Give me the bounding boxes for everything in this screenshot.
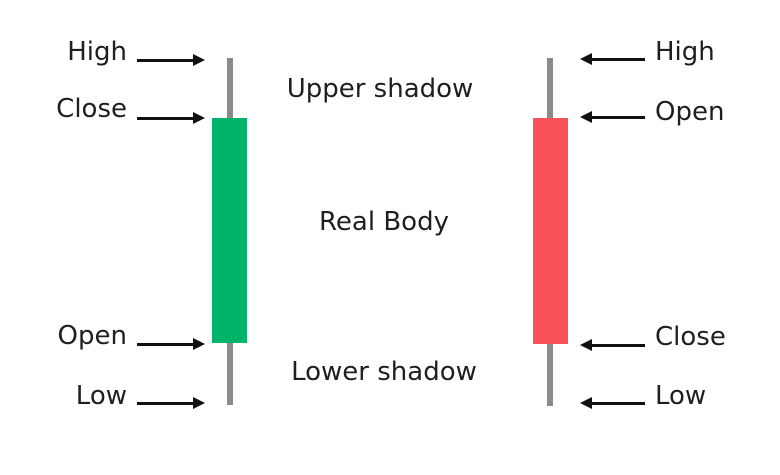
- arrow-right-icon: [137, 397, 205, 410]
- label-bearish-close: Close: [655, 322, 726, 352]
- arrow-right-icon: [137, 338, 205, 351]
- annotation-lower-shadow: Lower shadow: [291, 357, 477, 387]
- label-bullish-close: Close: [56, 94, 127, 124]
- arrow-left-icon: [580, 397, 645, 410]
- arrow-left-icon: [580, 53, 645, 66]
- arrow-left-icon: [580, 111, 645, 124]
- annotation-upper-shadow: Upper shadow: [286, 74, 474, 104]
- label-bearish-open: Open: [655, 97, 725, 127]
- arrow-right-icon: [137, 54, 205, 67]
- annotation-real-body: Real Body: [319, 207, 449, 237]
- arrow-right-icon: [137, 112, 205, 125]
- label-bullish-open: Open: [57, 321, 127, 351]
- label-bullish-high: High: [67, 37, 127, 67]
- bullish-candle-body: [212, 118, 247, 343]
- bearish-candle-body: [533, 118, 568, 344]
- arrow-left-icon: [580, 339, 645, 352]
- label-bearish-high: High: [655, 37, 715, 67]
- label-bearish-low: Low: [655, 381, 707, 411]
- label-bullish-low: Low: [75, 381, 127, 411]
